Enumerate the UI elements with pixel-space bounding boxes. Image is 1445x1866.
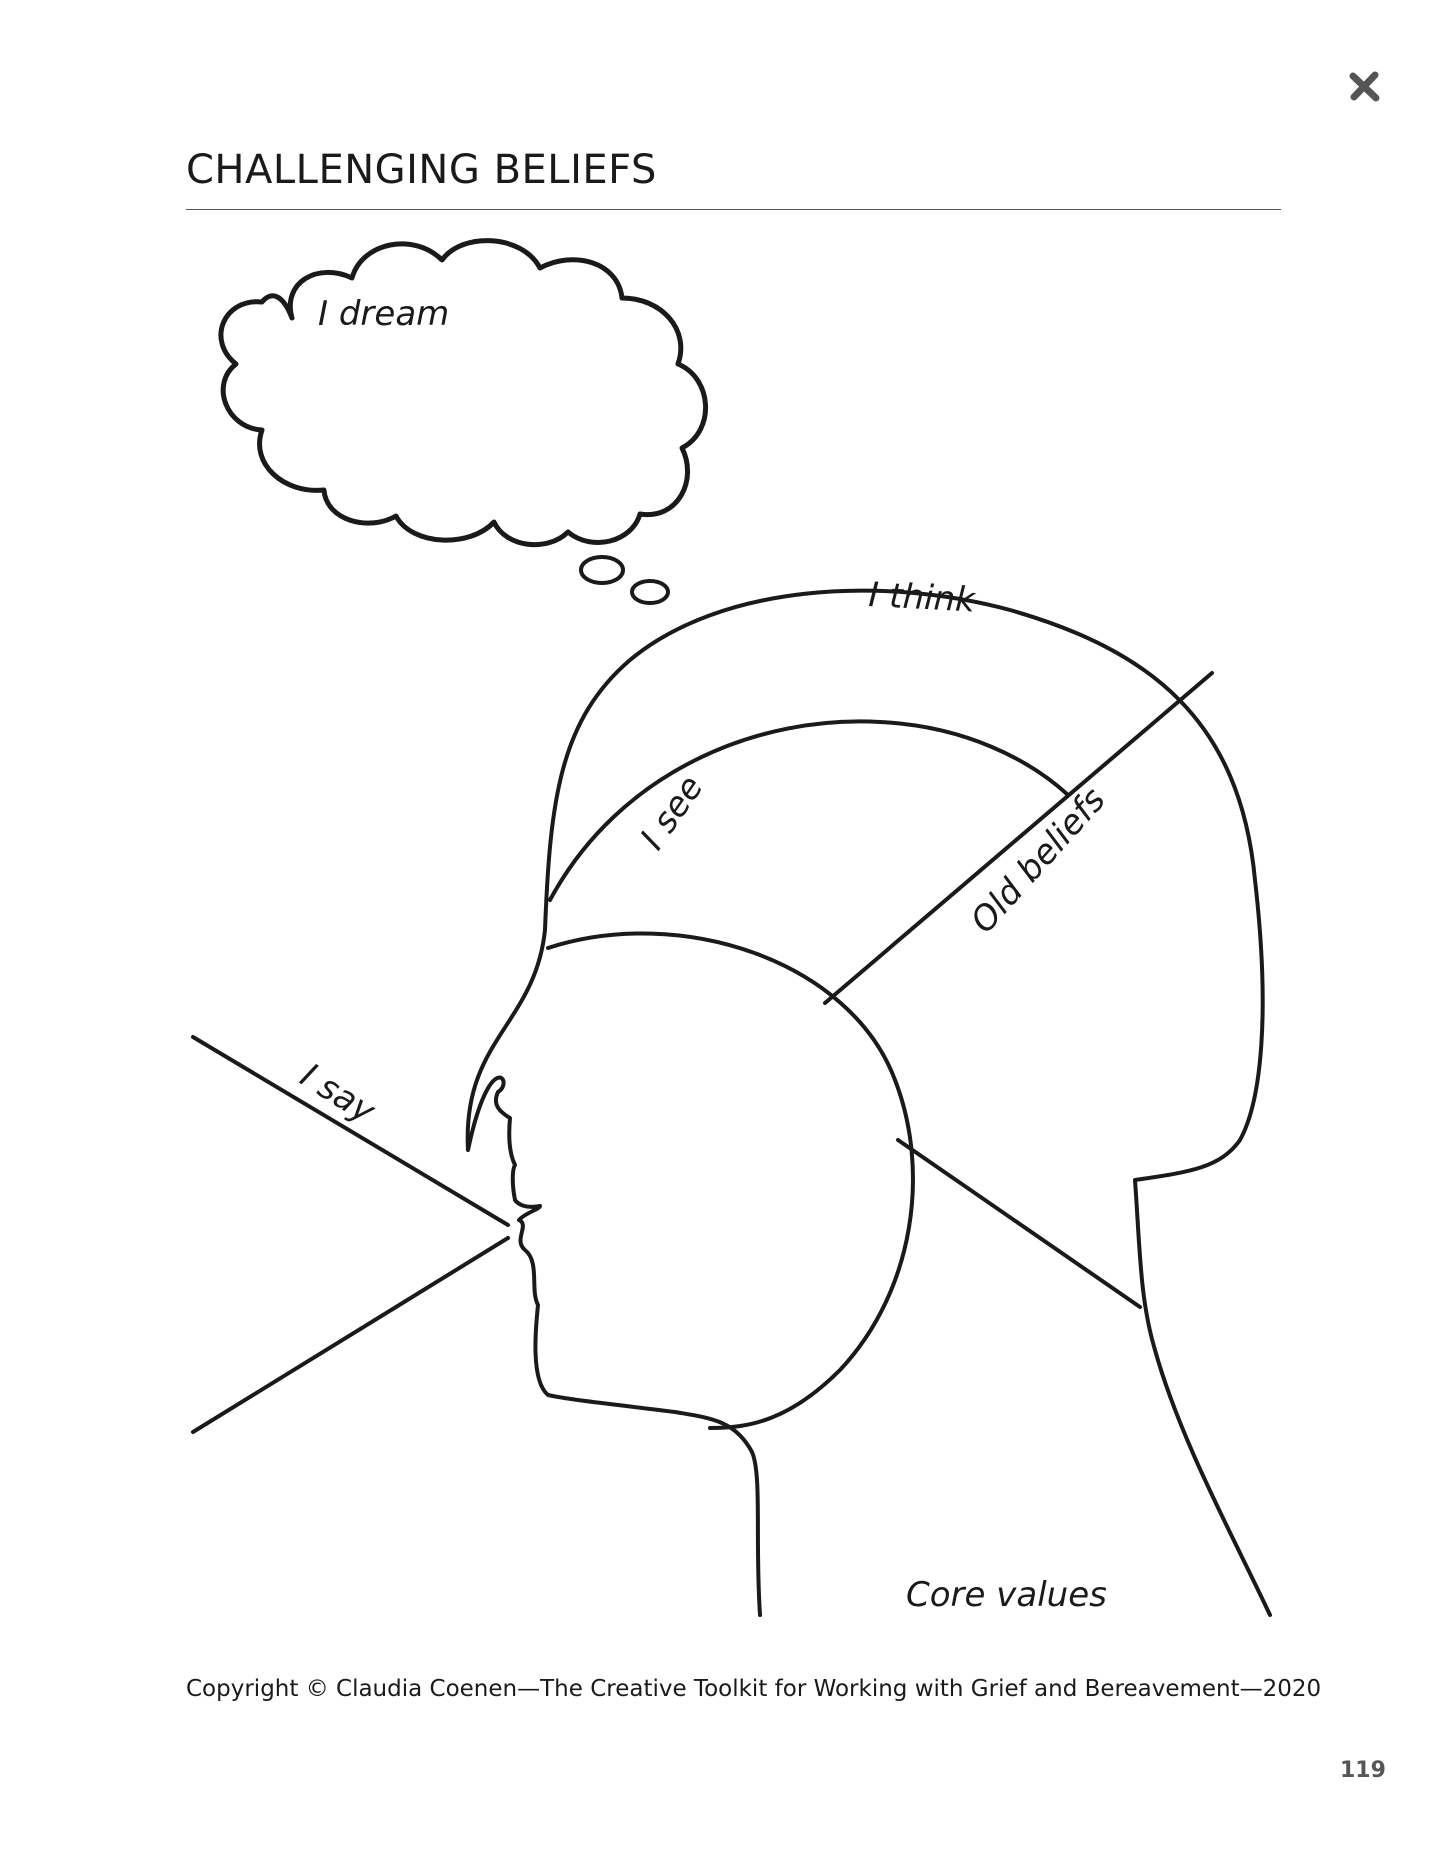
- label-dream: I dream: [318, 294, 449, 334]
- head-outline: [465, 588, 1272, 1617]
- label-core-values: Core values: [906, 1575, 1107, 1615]
- page-title: CHALLENGING BELIEFS: [186, 147, 657, 193]
- core-values-arc: [546, 931, 915, 1430]
- x-mark-icon: [1349, 71, 1380, 102]
- thought-bubble-large: [579, 555, 625, 585]
- label-say: I say: [293, 1056, 382, 1133]
- label-see: I see: [633, 768, 712, 857]
- speech-line-upper: [191, 1035, 510, 1227]
- see-arc: [548, 719, 1070, 902]
- copyright-notice: Copyright © Claudia Coenen—The Creative …: [186, 1676, 1322, 1702]
- label-think: I think: [868, 575, 978, 621]
- label-old-beliefs: Old beliefs: [963, 780, 1114, 941]
- speech-line-lower: [191, 1236, 510, 1434]
- title-divider: [186, 209, 1281, 210]
- lower-divider: [896, 1138, 1142, 1309]
- thought-bubble-small: [630, 579, 670, 605]
- old-beliefs-divider: [823, 671, 1214, 1005]
- thought-cloud: [218, 238, 708, 548]
- page-number: 119: [1340, 1758, 1386, 1783]
